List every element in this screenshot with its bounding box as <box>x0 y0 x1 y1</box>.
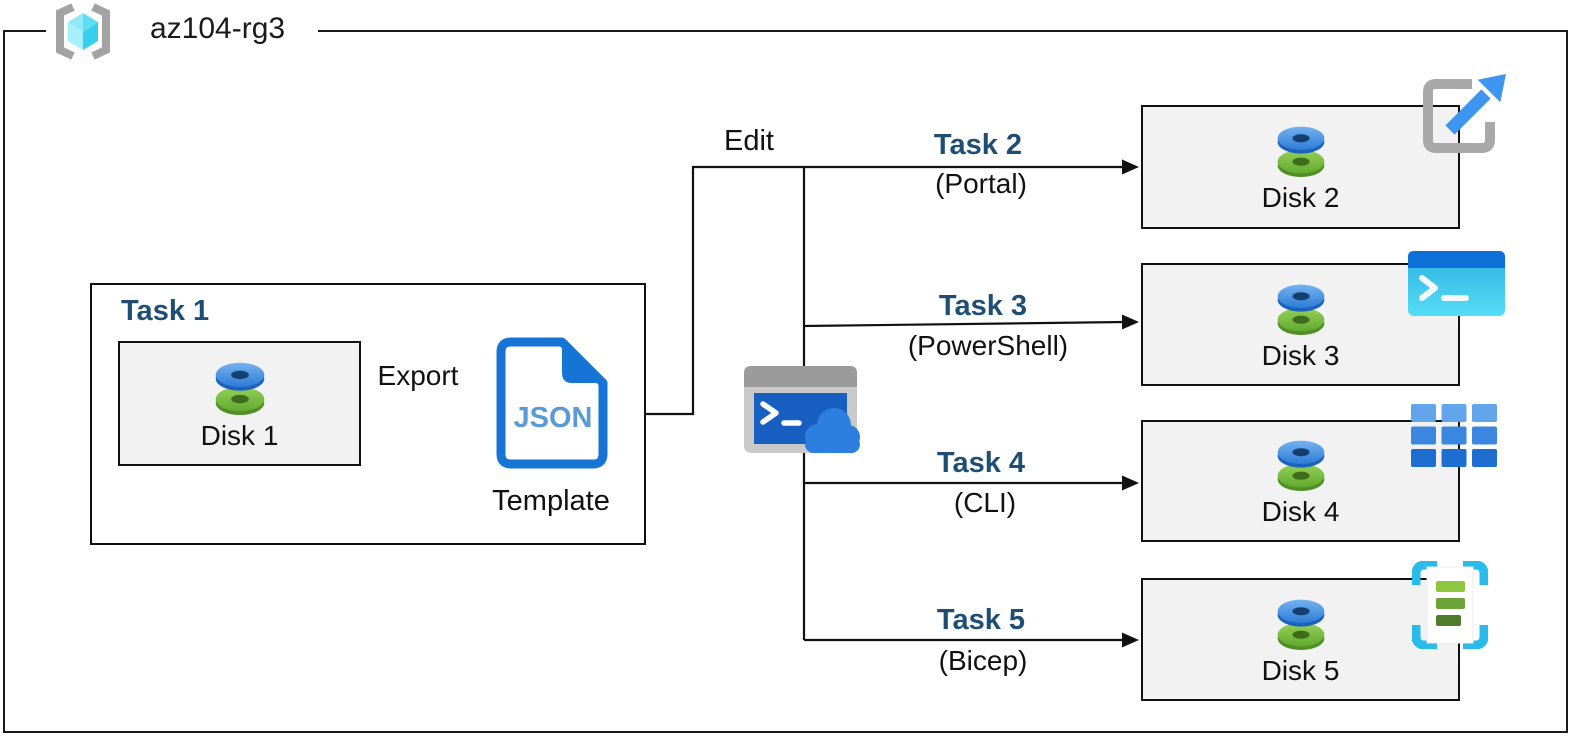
disk3-box: Disk 3 <box>1141 263 1460 386</box>
disk-icon <box>1277 126 1324 177</box>
portal-launch-icon <box>1423 74 1506 153</box>
disk1-label: Disk 1 <box>200 419 279 451</box>
disk2-box: Disk 2 <box>1141 105 1460 229</box>
task3-method: (PowerShell) <box>907 330 1069 361</box>
powershell-icon <box>1408 251 1505 316</box>
task4-label: Task 4 <box>936 447 1026 479</box>
task5-label: Task 5 <box>936 604 1026 636</box>
cli-icon <box>1411 404 1497 467</box>
cloud-shell-icon <box>744 366 860 453</box>
disk3-label: Disk 3 <box>1261 339 1340 371</box>
disk1-box: Disk 1 <box>118 341 361 466</box>
disk4-box: Disk 4 <box>1141 420 1460 542</box>
json-doc-text: JSON <box>514 402 593 434</box>
task3-label: Task 3 <box>938 290 1028 322</box>
task1-label: Task 1 <box>121 295 210 327</box>
task4-method: (CLI) <box>953 487 1017 518</box>
disk5-label: Disk 5 <box>1261 654 1340 686</box>
disk2-label: Disk 2 <box>1261 182 1340 213</box>
disk-icon <box>1277 284 1324 335</box>
task5-method: (Bicep) <box>938 645 1028 676</box>
disk4-label: Disk 4 <box>1261 496 1340 527</box>
export-label: Export <box>377 360 459 391</box>
template-caption: Template <box>492 485 610 517</box>
disk-icon <box>1277 440 1324 491</box>
resource-group-boundary <box>3 30 1568 733</box>
task2-method: (Portal) <box>935 168 1027 199</box>
task2-label: Task 2 <box>933 129 1023 161</box>
resource-group-icon <box>48 2 118 61</box>
disk5-box: Disk 5 <box>1141 578 1460 701</box>
json-document-icon: JSON <box>496 337 608 469</box>
bicep-icon <box>1412 561 1488 649</box>
resource-group-title: az104-rg3 <box>138 12 298 46</box>
disk-icon <box>215 362 264 415</box>
disk-icon <box>1277 599 1324 650</box>
edit-label: Edit <box>724 125 774 157</box>
